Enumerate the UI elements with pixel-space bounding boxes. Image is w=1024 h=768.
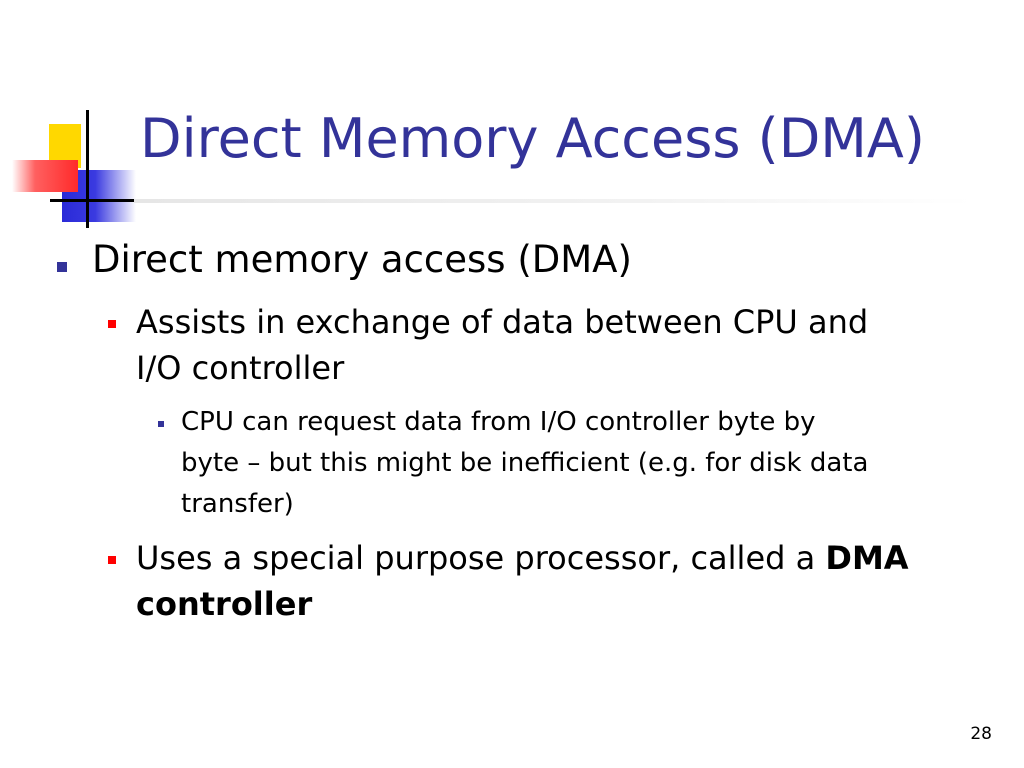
page-number: 28 [970,724,992,744]
bullet-marker-level3 [158,421,164,427]
bullet-text-regular: Uses a special purpose processor, called… [136,539,826,577]
bullet-level3-text-line2: byte – but this might be inefficient (e.… [181,448,869,478]
bullet-level1-text: Direct memory access (DMA) [92,238,632,281]
bullet-level2-text-line2: I/O controller [136,349,345,387]
deco-horizontal-line [50,199,138,202]
bullet-marker-level2 [108,556,116,564]
bullet-level3-text-line1: CPU can request data from I/O controller… [181,407,816,437]
bullet-marker-level2 [108,320,116,328]
bullet-text-bold: DMA [825,539,909,577]
bullet-level2-text-line2: controller [136,585,313,623]
title-underline [134,199,974,203]
deco-red-square [12,160,78,192]
bullet-level3-text-line3: transfer) [181,489,294,519]
bullet-marker-level1 [57,262,67,272]
deco-vertical-line [86,110,89,228]
bullet-level2-text-line1: Assists in exchange of data between CPU … [136,303,869,341]
slide-title: Direct Memory Access (DMA) [140,107,925,170]
bullet-level2-text-line1: Uses a special purpose processor, called… [136,535,909,581]
